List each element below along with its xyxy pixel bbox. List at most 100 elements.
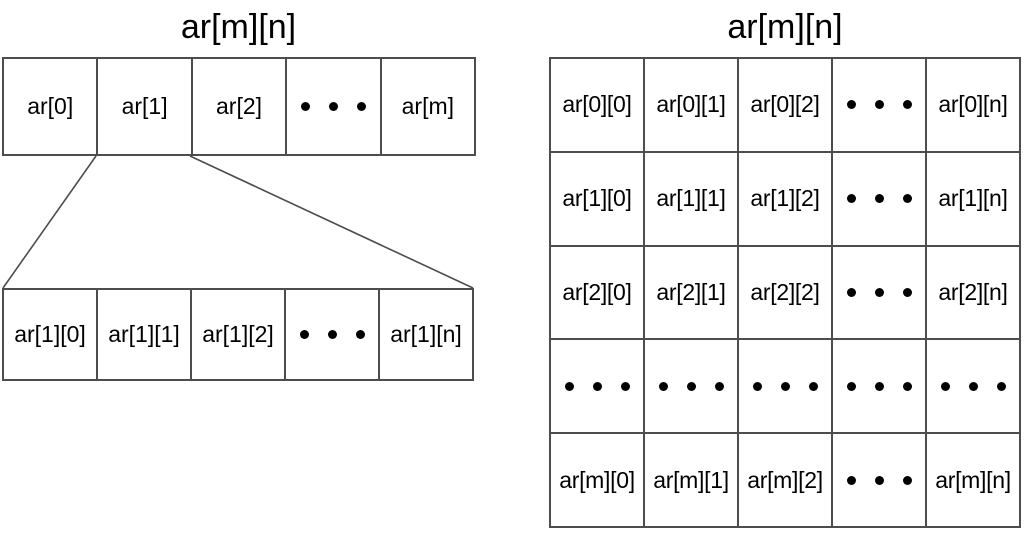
cell-label: ar[1][2]: [202, 321, 274, 347]
cell-label: ar[0]: [27, 93, 74, 119]
ellipsis-dot-icon: [300, 102, 310, 111]
matrix-cell-ellipsis: [645, 340, 739, 433]
ellipsis-dot-icon: [846, 381, 856, 391]
cell-label: ar[m][n]: [935, 466, 1011, 493]
cell-label: ar[1][n]: [938, 185, 1008, 212]
ellipsis-dot-icon: [356, 102, 366, 111]
cell-label: ar[0][n]: [938, 91, 1008, 118]
matrix-cell: ar[1][2]: [739, 152, 833, 245]
horizontal-ellipsis-icon: [846, 287, 912, 297]
ellipsis-dot-icon: [874, 475, 884, 485]
ellipsis-dot-icon: [902, 381, 912, 391]
matrix-cell: ar[0][1]: [645, 59, 739, 151]
cell-label: ar[2][n]: [938, 278, 1008, 305]
expanded-array-cell: ar[1][0]: [4, 290, 98, 379]
ellipsis-dot-icon: [564, 381, 574, 391]
expanded-array-cell: ar[1][n]: [380, 290, 472, 379]
cell-label: ar[0][0]: [562, 91, 632, 118]
ellipsis-dot-icon: [902, 475, 912, 485]
matrix-cell: ar[0][2]: [739, 59, 833, 151]
cell-label: ar[m]: [401, 93, 455, 119]
ellipsis-dot-icon: [328, 102, 338, 111]
matrix-cell: ar[1][0]: [551, 152, 645, 245]
matrix-cell: ar[0][n]: [927, 59, 1019, 151]
ellipsis-dot-icon: [355, 330, 365, 339]
row-array-cell: ar[m]: [381, 59, 475, 154]
ellipsis-dot-icon: [874, 381, 884, 391]
ellipsis-dot-icon: [940, 381, 950, 391]
cell-label: ar[2][0]: [562, 278, 632, 305]
matrix-cell-ellipsis: [833, 434, 927, 526]
matrix-cell: ar[2][n]: [927, 247, 1019, 339]
matrix-cell-ellipsis: [551, 340, 645, 433]
row-array-cell: ar[0]: [4, 59, 99, 154]
matrix-cell-ellipsis: [833, 59, 927, 151]
horizontal-ellipsis-icon: [299, 330, 365, 339]
row-array-cell-ellipsis: [287, 59, 382, 154]
matrix-row: [551, 340, 1019, 435]
ellipsis-dot-icon: [327, 330, 337, 339]
cell-label: ar[m][1]: [653, 466, 729, 493]
one-dimensional-row-array: ar[0] ar[1] ar[2] ar[m]: [2, 57, 476, 156]
cell-label: ar[1][0]: [562, 185, 632, 212]
matrix-row: ar[m][0] ar[m][1] ar[m][2] ar[m][n]: [551, 434, 1019, 526]
cell-label: ar[1][n]: [390, 321, 462, 347]
cell-label: ar[m][0]: [559, 466, 635, 493]
expand-line-right: [189, 155, 474, 289]
matrix-cell: ar[m][0]: [551, 434, 645, 526]
horizontal-ellipsis-icon: [752, 381, 818, 391]
ellipsis-dot-icon: [846, 287, 856, 297]
cell-label: ar[1][2]: [750, 185, 820, 212]
matrix-row: ar[0][0] ar[0][1] ar[0][2] ar[0][n]: [551, 59, 1019, 153]
ellipsis-dot-icon: [714, 381, 724, 391]
right-panel-title: ar[m][n]: [727, 8, 843, 46]
matrix-cell: ar[m][n]: [927, 434, 1019, 526]
ellipsis-dot-icon: [846, 475, 856, 485]
ellipsis-dot-icon: [752, 381, 762, 391]
matrix-cell: ar[1][1]: [645, 152, 739, 245]
ellipsis-dot-icon: [620, 381, 630, 391]
expanded-array-cell-ellipsis: [286, 290, 380, 379]
horizontal-ellipsis-icon: [846, 475, 912, 485]
cell-label: ar[m][2]: [747, 466, 823, 493]
horizontal-ellipsis-icon: [300, 102, 366, 111]
cell-label: ar[0][1]: [656, 91, 726, 118]
cell-label: ar[2][2]: [750, 278, 820, 305]
ellipsis-dot-icon: [846, 100, 856, 110]
matrix-cell-ellipsis: [833, 246, 927, 339]
cell-label: ar[1]: [121, 93, 168, 119]
matrix-cell-ellipsis: [833, 152, 927, 245]
matrix-cell: ar[m][1]: [645, 434, 739, 526]
expanded-array-cell: ar[1][1]: [98, 290, 192, 379]
cell-label: ar[0][2]: [750, 91, 820, 118]
matrix-row: ar[1][0] ar[1][1] ar[1][2] ar[1][n]: [551, 152, 1019, 247]
ellipsis-dot-icon: [874, 100, 884, 110]
cell-label: ar[2]: [216, 93, 263, 119]
matrix-cell: ar[2][2]: [739, 246, 833, 339]
ellipsis-dot-icon: [902, 100, 912, 110]
left-panel-title: ar[m][n]: [180, 8, 297, 46]
ellipsis-dot-icon: [686, 381, 696, 391]
ellipsis-dot-icon: [996, 381, 1006, 391]
ellipsis-dot-icon: [808, 381, 818, 391]
horizontal-ellipsis-icon: [564, 381, 630, 391]
matrix-cell-ellipsis: [927, 340, 1019, 432]
ellipsis-dot-icon: [902, 194, 912, 204]
two-dimensional-matrix-grid: ar[0][0] ar[0][1] ar[0][2] ar[0][n] ar[1][0]…: [549, 57, 1021, 528]
ellipsis-dot-icon: [902, 287, 912, 297]
ellipsis-dot-icon: [658, 381, 668, 391]
horizontal-ellipsis-icon: [846, 381, 912, 391]
matrix-cell: ar[2][0]: [551, 246, 645, 339]
matrix-cell: ar[m][2]: [739, 434, 833, 526]
horizontal-ellipsis-icon: [940, 381, 1006, 391]
ellipsis-dot-icon: [299, 330, 309, 339]
matrix-cell-ellipsis: [739, 340, 833, 433]
horizontal-ellipsis-icon: [846, 194, 912, 204]
horizontal-ellipsis-icon: [846, 100, 912, 110]
cell-label: ar[1][1]: [656, 185, 726, 212]
ellipsis-dot-icon: [780, 381, 790, 391]
ellipsis-dot-icon: [846, 194, 856, 204]
matrix-row: ar[2][0]ar[2][1]ar[2][2]ar[2][n]: [551, 246, 1019, 341]
cell-label: ar[1][1]: [108, 321, 180, 347]
